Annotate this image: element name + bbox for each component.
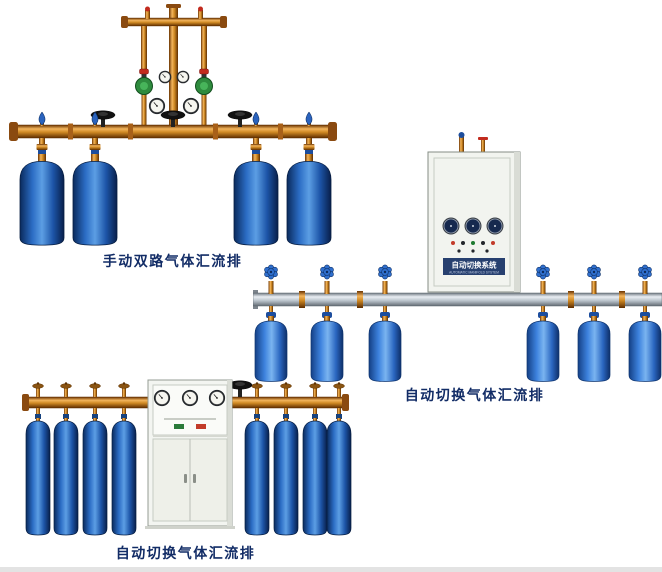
product-figure-auto-switch-manifold: 自动切换系统 AUTOMATIC MANIFOLD SYSTEM 自动切换气体汇… [253, 130, 662, 405]
cylinder-stations [32, 382, 345, 415]
cabinet-label: 自动切换系统 [452, 260, 497, 270]
auto-manifold-illustration-2 [22, 379, 352, 536]
gas-cylinder [111, 414, 137, 536]
blue-valve-knob [38, 111, 46, 125]
pressure-gauge [153, 389, 171, 407]
blue-valve-knob [536, 264, 550, 280]
pressure-regulator [135, 68, 153, 95]
pressure-gauge [176, 70, 190, 84]
gas-cylinder [326, 414, 352, 536]
cylinder-stations [264, 264, 652, 313]
control-cabinet: 自动切换系统 AUTOMATIC MANIFOLD SYSTEM [427, 132, 521, 293]
cabinet-indicator-lights [451, 241, 495, 253]
blue-valve-knob [252, 111, 260, 125]
gas-cylinder [302, 414, 328, 536]
cabinet-button-red [196, 424, 206, 429]
pressure-gauge [208, 389, 226, 407]
gas-cylinder [25, 414, 51, 536]
blue-valve-knob [638, 264, 652, 280]
header-pipe [121, 4, 227, 28]
manifold-pipe [253, 290, 662, 309]
gas-cylinder [310, 312, 344, 382]
blue-valve-knob [378, 264, 392, 280]
product-caption: 手动双路气体汇流排 [102, 253, 243, 269]
gas-cylinder [72, 154, 118, 246]
pressure-gauge [181, 389, 199, 407]
gas-cylinder [526, 312, 560, 382]
product-figure-auto-switch-manifold-2: 自动切换气体汇流排 [18, 376, 353, 563]
gas-cylinder [254, 312, 288, 382]
pressure-gauge [182, 97, 200, 115]
gas-cylinder [577, 312, 611, 382]
blue-valve-knob [320, 264, 334, 280]
valve-handwheel [227, 110, 253, 128]
product-figure-manual-dual-manifold: 手动双路气体汇流排 [0, 4, 345, 271]
pressure-regulator [195, 68, 213, 95]
door-handle [193, 474, 196, 483]
product-caption: 自动切换气体汇流排 [115, 545, 256, 561]
cabinet-sublabel: AUTOMATIC MANIFOLD SYSTEM [449, 271, 499, 275]
cylinder-stations [36, 111, 315, 155]
manifold-pipe [9, 122, 337, 141]
blue-valve-knob [587, 264, 601, 280]
cabinet-button-green [174, 424, 184, 429]
pressure-gauge [158, 70, 172, 84]
gas-cylinder [53, 414, 79, 536]
door-handle [184, 474, 187, 483]
cabinet-gauges [442, 217, 504, 235]
bottom-divider [0, 567, 662, 572]
gas-cylinder [628, 312, 662, 382]
control-cabinet [145, 379, 235, 529]
manual-manifold-illustration [9, 4, 337, 246]
product-caption: 自动切换气体汇流排 [404, 387, 545, 403]
pressure-gauge [148, 97, 166, 115]
center-riser-pipe [169, 26, 178, 126]
gas-cylinder [244, 414, 270, 536]
blue-valve-knob [305, 111, 313, 125]
auto-manifold-illustration: 自动切换系统 AUTOMATIC MANIFOLD SYSTEM [253, 132, 662, 382]
valve-handwheel [160, 110, 186, 128]
cabinet-name-plate [443, 258, 505, 275]
gas-cylinder [273, 414, 299, 536]
gas-cylinder [368, 312, 402, 382]
blue-valve-knob [264, 264, 278, 280]
gas-cylinder [19, 154, 65, 246]
gas-cylinder [82, 414, 108, 536]
